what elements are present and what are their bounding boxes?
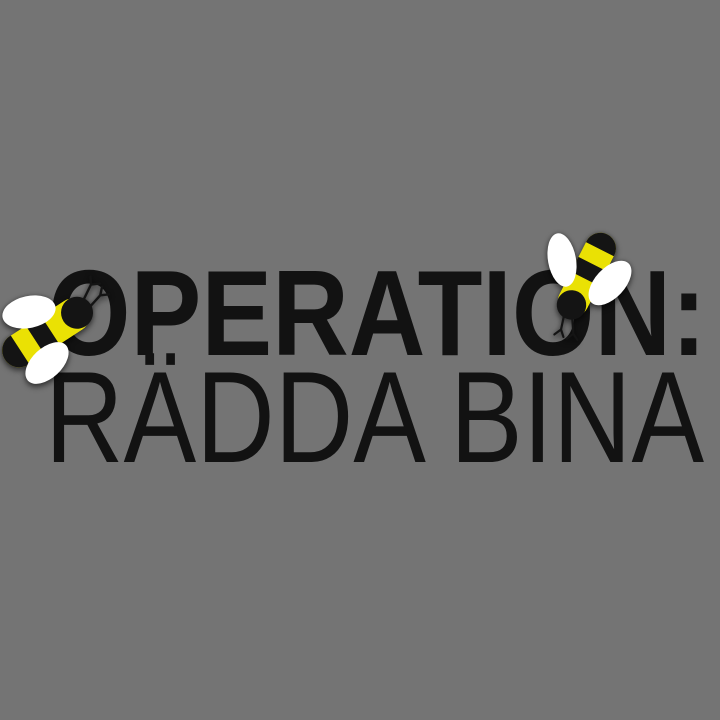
bee-antennae bbox=[553, 314, 579, 342]
bee-head bbox=[556, 290, 587, 320]
bee-icon-left bbox=[0, 275, 111, 384]
logo-title-line2: RÄDDA BINA bbox=[45, 344, 705, 490]
bee-stripe-black bbox=[0, 335, 30, 374]
bee-antennae bbox=[82, 275, 111, 308]
bee-wing bbox=[547, 233, 577, 287]
bee-head bbox=[61, 296, 94, 329]
bee-wing bbox=[2, 295, 56, 329]
bee-stripe-black bbox=[585, 227, 622, 257]
bee-icon-right bbox=[547, 227, 632, 342]
bee-wing bbox=[25, 342, 69, 384]
bee-wing bbox=[588, 260, 632, 306]
